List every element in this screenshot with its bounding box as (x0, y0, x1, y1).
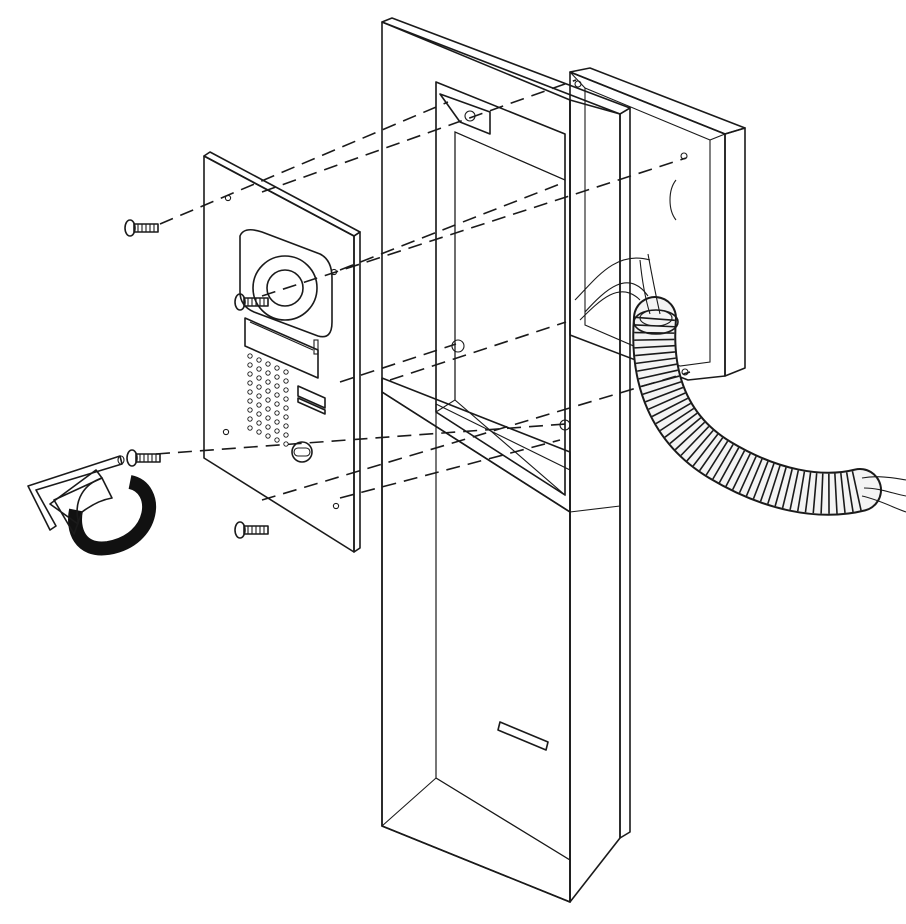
grille-hole (274, 401, 280, 407)
screw-icon (234, 293, 269, 311)
grille-hole (265, 424, 271, 430)
grille-hole (265, 379, 271, 385)
grille-hole (274, 365, 280, 371)
grille-hole (265, 406, 271, 412)
electrical-back-box (569, 67, 746, 381)
mounting-screws (124, 219, 269, 539)
grille-hole (265, 388, 271, 394)
grille-hole (274, 428, 280, 434)
grille-hole (283, 414, 289, 420)
screw-icon (124, 219, 159, 237)
grille-hole (274, 383, 280, 389)
grille-hole (265, 397, 271, 403)
alignment-guides (155, 79, 691, 501)
grille-hole (265, 361, 271, 367)
grille-hole (256, 429, 262, 435)
grille-hole (247, 398, 253, 404)
grille-hole (283, 396, 289, 402)
flexible-conduit (574, 253, 906, 516)
grille-hole (274, 392, 280, 398)
grille-hole (256, 366, 262, 372)
grille-hole (283, 387, 289, 393)
grille-hole (256, 402, 262, 408)
door-station-faceplate (203, 151, 361, 553)
screw-icon (234, 521, 269, 539)
grille-hole (247, 380, 253, 386)
grille-hole (256, 411, 262, 417)
grille-hole (283, 441, 289, 447)
surface-mount-housing (380, 17, 631, 903)
grille-hole (265, 370, 271, 376)
grille-hole (274, 437, 280, 443)
grille-hole (256, 357, 262, 363)
grille-hole (283, 378, 289, 384)
grille-hole (256, 393, 262, 399)
grille-hole (265, 415, 271, 421)
grille-hole (283, 369, 289, 375)
speaker-grille (247, 353, 289, 447)
rotate-arrow-icon (49, 469, 157, 556)
grille-hole (247, 389, 253, 395)
grille-hole (256, 384, 262, 390)
grille-hole (247, 416, 253, 422)
screw-icon (126, 449, 161, 467)
grille-hole (247, 353, 253, 359)
grille-hole (247, 425, 253, 431)
grille-hole (283, 405, 289, 411)
grille-hole (274, 410, 280, 416)
grille-hole (247, 362, 253, 368)
hex-wrench (27, 455, 125, 531)
grille-hole (283, 423, 289, 429)
grille-hole (274, 374, 280, 380)
grille-hole (247, 371, 253, 377)
grille-hole (283, 432, 289, 438)
grille-hole (274, 419, 280, 425)
grille-hole (265, 433, 271, 439)
grille-hole (256, 420, 262, 426)
grille-hole (256, 375, 262, 381)
grille-hole (247, 407, 253, 413)
